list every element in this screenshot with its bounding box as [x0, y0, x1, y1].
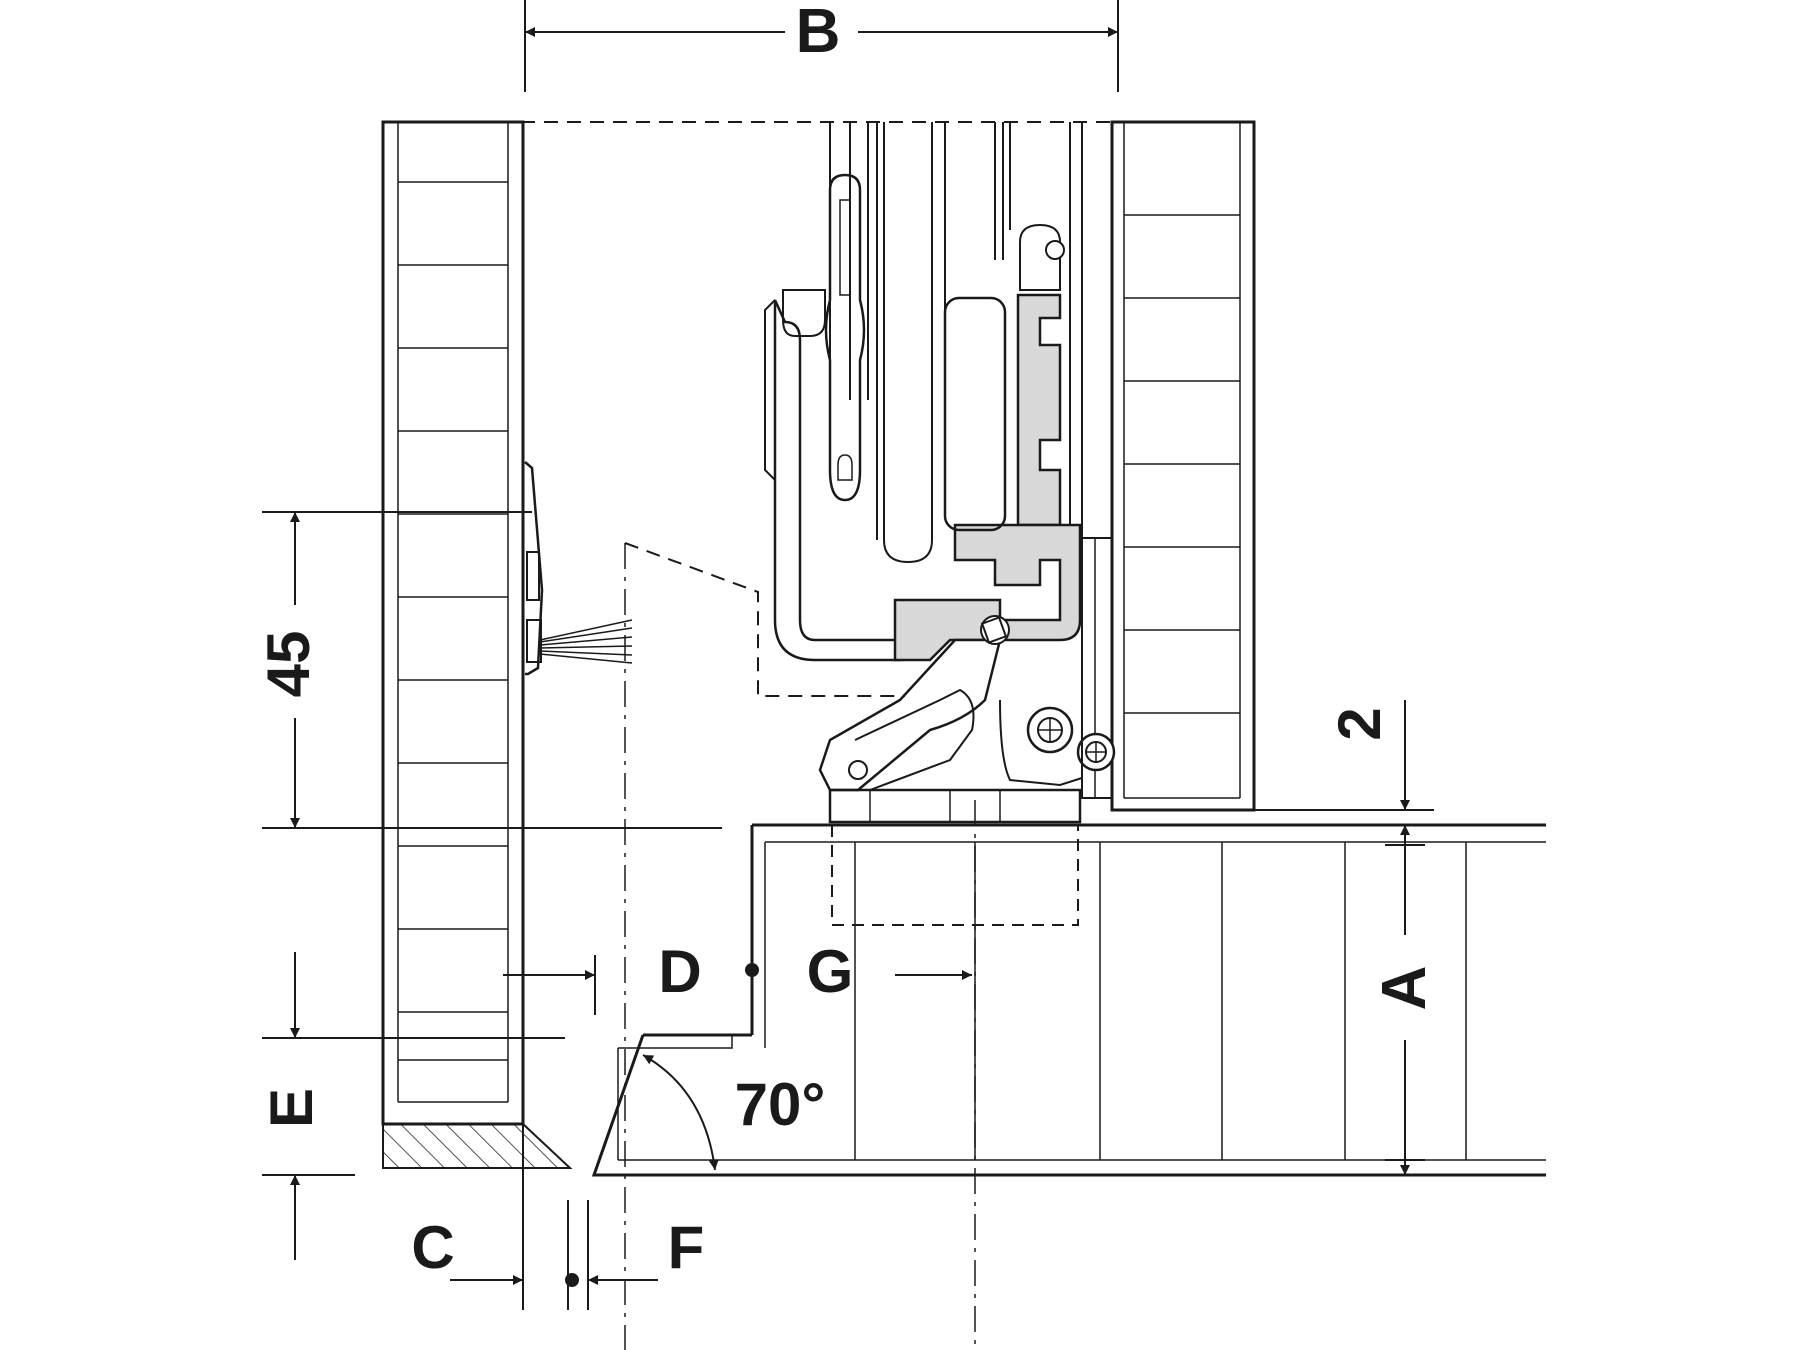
label-a: A: [1370, 966, 1439, 1011]
label-g: G: [807, 938, 854, 1005]
reference-dot-d: [745, 963, 759, 977]
label-angle: 70°: [735, 1071, 826, 1138]
label-f: F: [668, 1214, 705, 1281]
left-frame-profile: [381, 120, 573, 1169]
concealed-hinge: [624, 122, 1116, 824]
label-e: E: [258, 1088, 325, 1128]
label-2: 2: [1326, 707, 1393, 740]
reference-dot-f: [565, 1273, 579, 1287]
label-c: C: [411, 1214, 454, 1281]
brush-seal: [524, 461, 633, 676]
label-45: 45: [255, 631, 322, 698]
label-d: D: [658, 938, 701, 1005]
label-b: B: [796, 0, 841, 66]
dimension-lines: [262, 0, 1434, 1350]
right-frame-profile: [1110, 120, 1256, 812]
